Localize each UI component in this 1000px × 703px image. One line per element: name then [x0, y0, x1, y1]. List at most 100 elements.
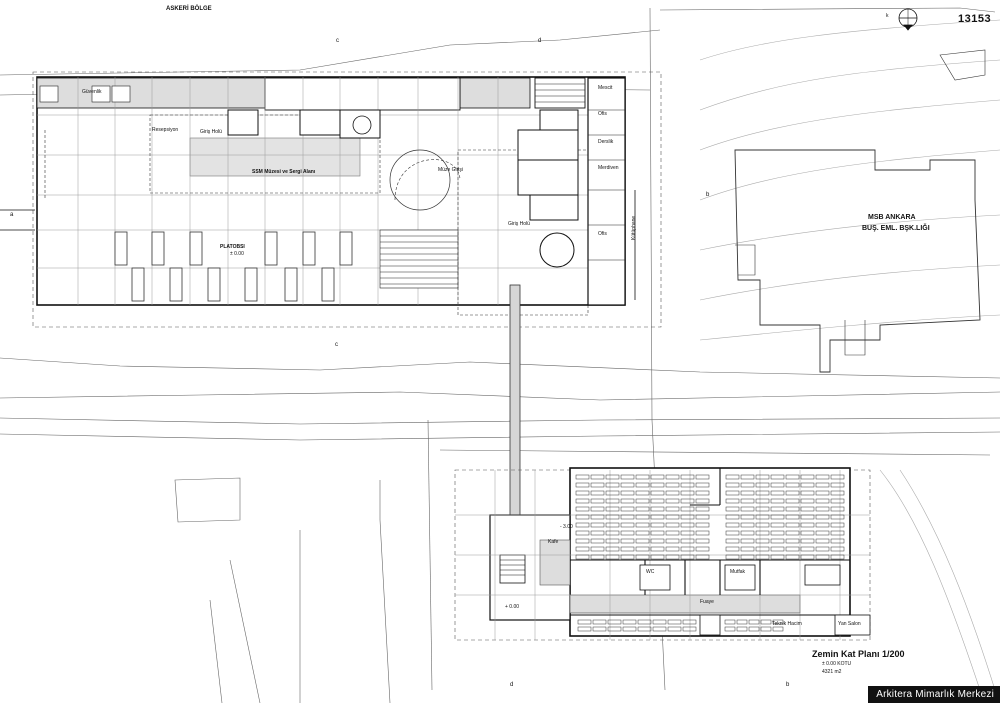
seat: [575, 482, 590, 488]
seat: [680, 514, 695, 520]
seat: [800, 546, 815, 552]
seat: [635, 490, 650, 496]
seat: [785, 474, 800, 480]
section-mark-5: d: [510, 682, 514, 688]
seat: [830, 490, 845, 496]
neighbor-building-line2: BUŞ. EML. BŞK.LIĞI: [862, 225, 930, 232]
seat: [680, 522, 695, 528]
room-office-b: Ofis: [598, 231, 607, 237]
seat: [575, 522, 590, 528]
seat: [605, 498, 620, 504]
seat: [770, 506, 785, 512]
seat: [725, 474, 740, 480]
room-side-hall: Yan Salon: [838, 621, 861, 627]
seat: [682, 619, 697, 625]
seat: [740, 530, 755, 536]
seat: [736, 619, 748, 625]
seat: [607, 619, 622, 625]
seat: [800, 474, 815, 480]
seat: [755, 554, 770, 560]
seat: [605, 554, 620, 560]
plan-title: Zemin Kat Planı 1/200: [812, 649, 905, 659]
seat: [592, 626, 607, 632]
seat: [695, 546, 710, 552]
seat: [682, 626, 697, 632]
room-foyer: Fuaye: [700, 599, 714, 605]
seat: [755, 498, 770, 504]
seat: [590, 474, 605, 480]
neighbor-building-line1: MSB ANKARA: [868, 214, 916, 221]
seat: [725, 490, 740, 496]
seat: [695, 490, 710, 496]
seat: [725, 522, 740, 528]
seat: [650, 498, 665, 504]
seat: [800, 490, 815, 496]
room-mescit: Mescit: [598, 85, 613, 91]
seat: [830, 554, 845, 560]
seat: [755, 538, 770, 544]
seat: [800, 498, 815, 504]
room-wc: WC: [646, 569, 655, 575]
seat: [605, 490, 620, 496]
seat: [575, 490, 590, 496]
seat: [830, 514, 845, 520]
seat: [577, 626, 592, 632]
seat: [650, 514, 665, 520]
seat: [680, 490, 695, 496]
seat: [680, 530, 695, 536]
seat: [667, 626, 682, 632]
seat: [665, 546, 680, 552]
seat: [620, 482, 635, 488]
seat: [815, 514, 830, 520]
seat: [724, 626, 736, 632]
seat: [725, 482, 740, 488]
seat: [785, 482, 800, 488]
seat: [740, 546, 755, 552]
seat: [652, 619, 667, 625]
seat: [725, 498, 740, 504]
seat: [770, 514, 785, 520]
room-cafe: Kafe: [548, 539, 559, 545]
seat: [815, 530, 830, 536]
seat: [695, 498, 710, 504]
seat: [575, 546, 590, 552]
seat: [665, 474, 680, 480]
seat: [590, 522, 605, 528]
room-reception: Resepsiyon: [152, 127, 179, 133]
seat: [785, 530, 800, 536]
seat: [650, 530, 665, 536]
seat: [815, 506, 830, 512]
seat: [755, 546, 770, 552]
seat: [815, 498, 830, 504]
seat: [695, 538, 710, 544]
seat: [575, 514, 590, 520]
seat: [650, 554, 665, 560]
seat: [695, 506, 710, 512]
seat: [725, 554, 740, 560]
seat: [770, 498, 785, 504]
seat: [605, 482, 620, 488]
room-office-a: Ofis: [598, 111, 607, 117]
seat: [830, 522, 845, 528]
plan-subtitle-2: 4321 m2: [822, 669, 842, 675]
seat: [830, 530, 845, 536]
room-entrance-hall: Giriş Holü: [200, 129, 222, 135]
seat: [785, 490, 800, 496]
section-mark-2: d: [538, 38, 542, 44]
seat: [635, 482, 650, 488]
seat: [815, 490, 830, 496]
seat: [665, 490, 680, 496]
seat: [695, 522, 710, 528]
seat: [830, 546, 845, 552]
seat: [635, 506, 650, 512]
seat: [665, 506, 680, 512]
seat: [622, 619, 637, 625]
seat: [605, 546, 620, 552]
seat: [620, 474, 635, 480]
level-marker-1: ± 0.00: [230, 251, 244, 257]
seat: [680, 506, 695, 512]
seat: [785, 514, 800, 520]
seat: [620, 554, 635, 560]
seat: [740, 522, 755, 528]
section-mark-4: c: [335, 342, 338, 348]
